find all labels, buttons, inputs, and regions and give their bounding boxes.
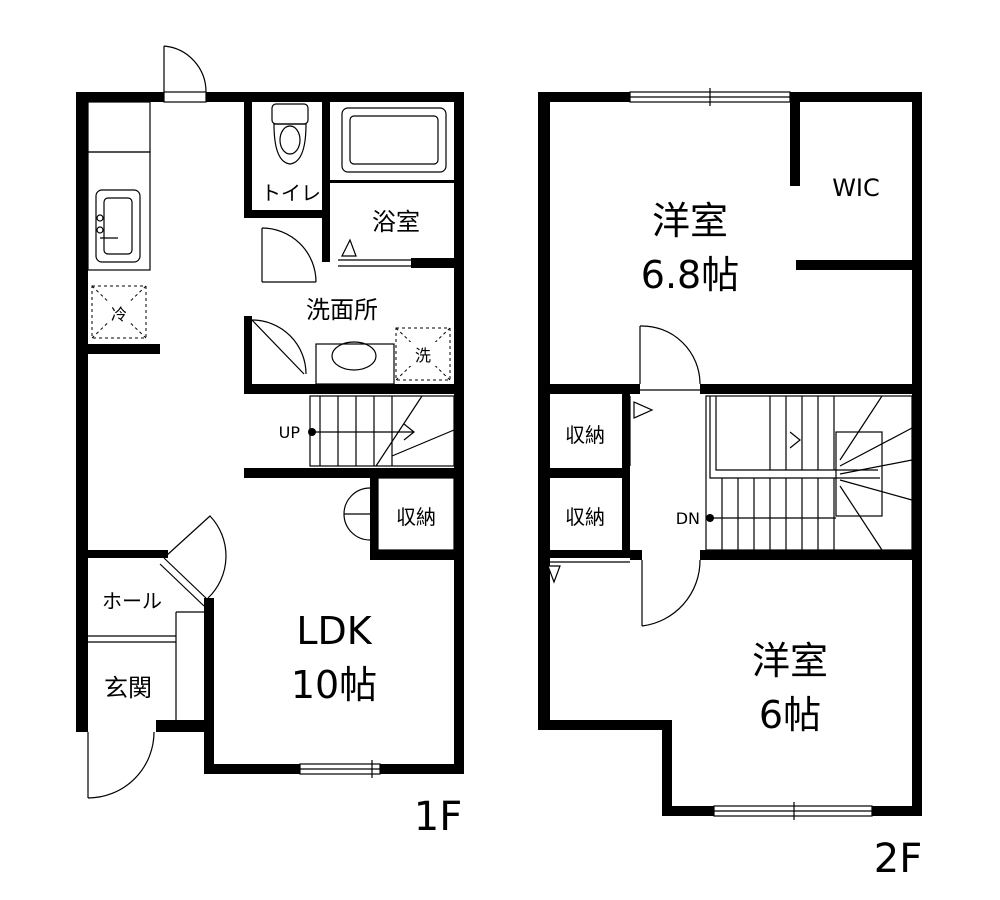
room-storage-upper-label: 収納 [565, 423, 605, 447]
room-ldk-size: 10帖 [291, 663, 377, 707]
floor-2f-label: 2F [874, 836, 922, 882]
room-toilet-label: トイレ [261, 181, 321, 205]
room-bedroom2-size: 6帖 [759, 693, 821, 737]
room-ldk-name: LDK [296, 609, 372, 653]
floor-1f: 冷 トイレ 浴室 洗面所 洗 [76, 45, 464, 840]
floor-1f-label: 1F [414, 794, 462, 840]
room-entrance-label: 玄関 [104, 674, 152, 702]
room-bedroom1-size: 6.8帖 [641, 253, 739, 297]
room-bath-label: 浴室 [372, 208, 420, 236]
floor-2f: WIC 洋室 6.8帖 収納 収納 [538, 88, 922, 882]
room-bedroom2-name: 洋室 [752, 639, 828, 683]
stairs-down-label: DN [676, 509, 700, 528]
room-storage-lower-label: 収納 [565, 505, 605, 529]
room-hall-label: ホール [102, 589, 162, 613]
room-wic-label: WIC [832, 174, 880, 202]
room-bedroom1-name: 洋室 [652, 199, 728, 243]
room-washroom-label: 洗面所 [306, 296, 378, 324]
room-storage-1f-label: 収納 [396, 505, 436, 529]
stairs-up-label: UP [279, 423, 301, 442]
fridge-label: 冷 [111, 305, 127, 324]
washer-label: 洗 [415, 346, 431, 365]
